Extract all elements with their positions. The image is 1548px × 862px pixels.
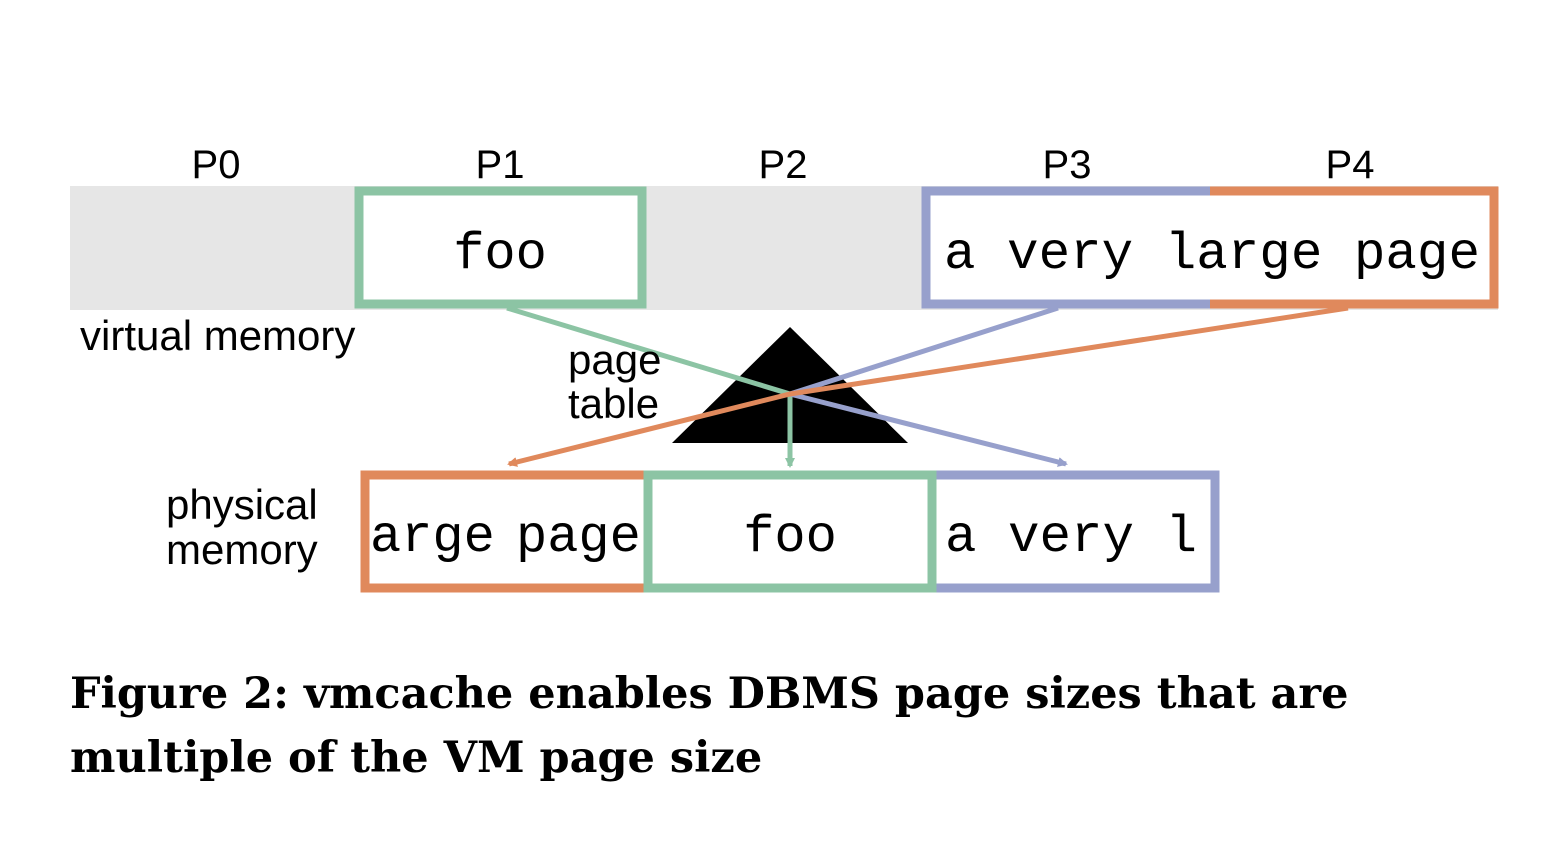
physical-frame3-text: a very l [945, 508, 1197, 567]
page-table-label-line1: page [568, 336, 661, 383]
vmcache-diagram: P0 P1 P2 P3 P4 foo a very large page vir… [70, 143, 1499, 593]
physical-frame2-text: foo [743, 508, 837, 567]
figure-caption: Figure 2: vmcache enables DBMS page size… [70, 669, 1349, 783]
page-label-p0: P0 [192, 143, 241, 187]
virtual-page-p3-border [921, 186, 1210, 309]
physical-memory-label-line2: memory [166, 526, 318, 573]
physical-frame1-text-b: page [516, 508, 641, 567]
page-label-p1: P1 [476, 143, 525, 187]
page-label-p2: P2 [759, 143, 808, 187]
page-label-p3: P3 [1043, 143, 1092, 187]
virtual-large-page-content: a very large page [944, 225, 1480, 284]
physical-memory-label-line1: physical [166, 481, 318, 528]
page-table-label-line2: table [568, 380, 659, 427]
physical-frame-foo [643, 470, 937, 593]
physical-frame1-text-a: arge [370, 508, 495, 567]
virtual-page-p1-content: foo [453, 225, 547, 284]
page-table-triangle [672, 327, 908, 443]
mapping-line-p4 [507, 305, 1349, 467]
virtual-memory-label: virtual memory [80, 312, 355, 359]
physical-frame-large-page-head [927, 470, 1220, 593]
virtual-page-p1-box [354, 186, 647, 309]
page-label-p4: P4 [1326, 143, 1375, 187]
virtual-large-page-box [921, 186, 1499, 309]
